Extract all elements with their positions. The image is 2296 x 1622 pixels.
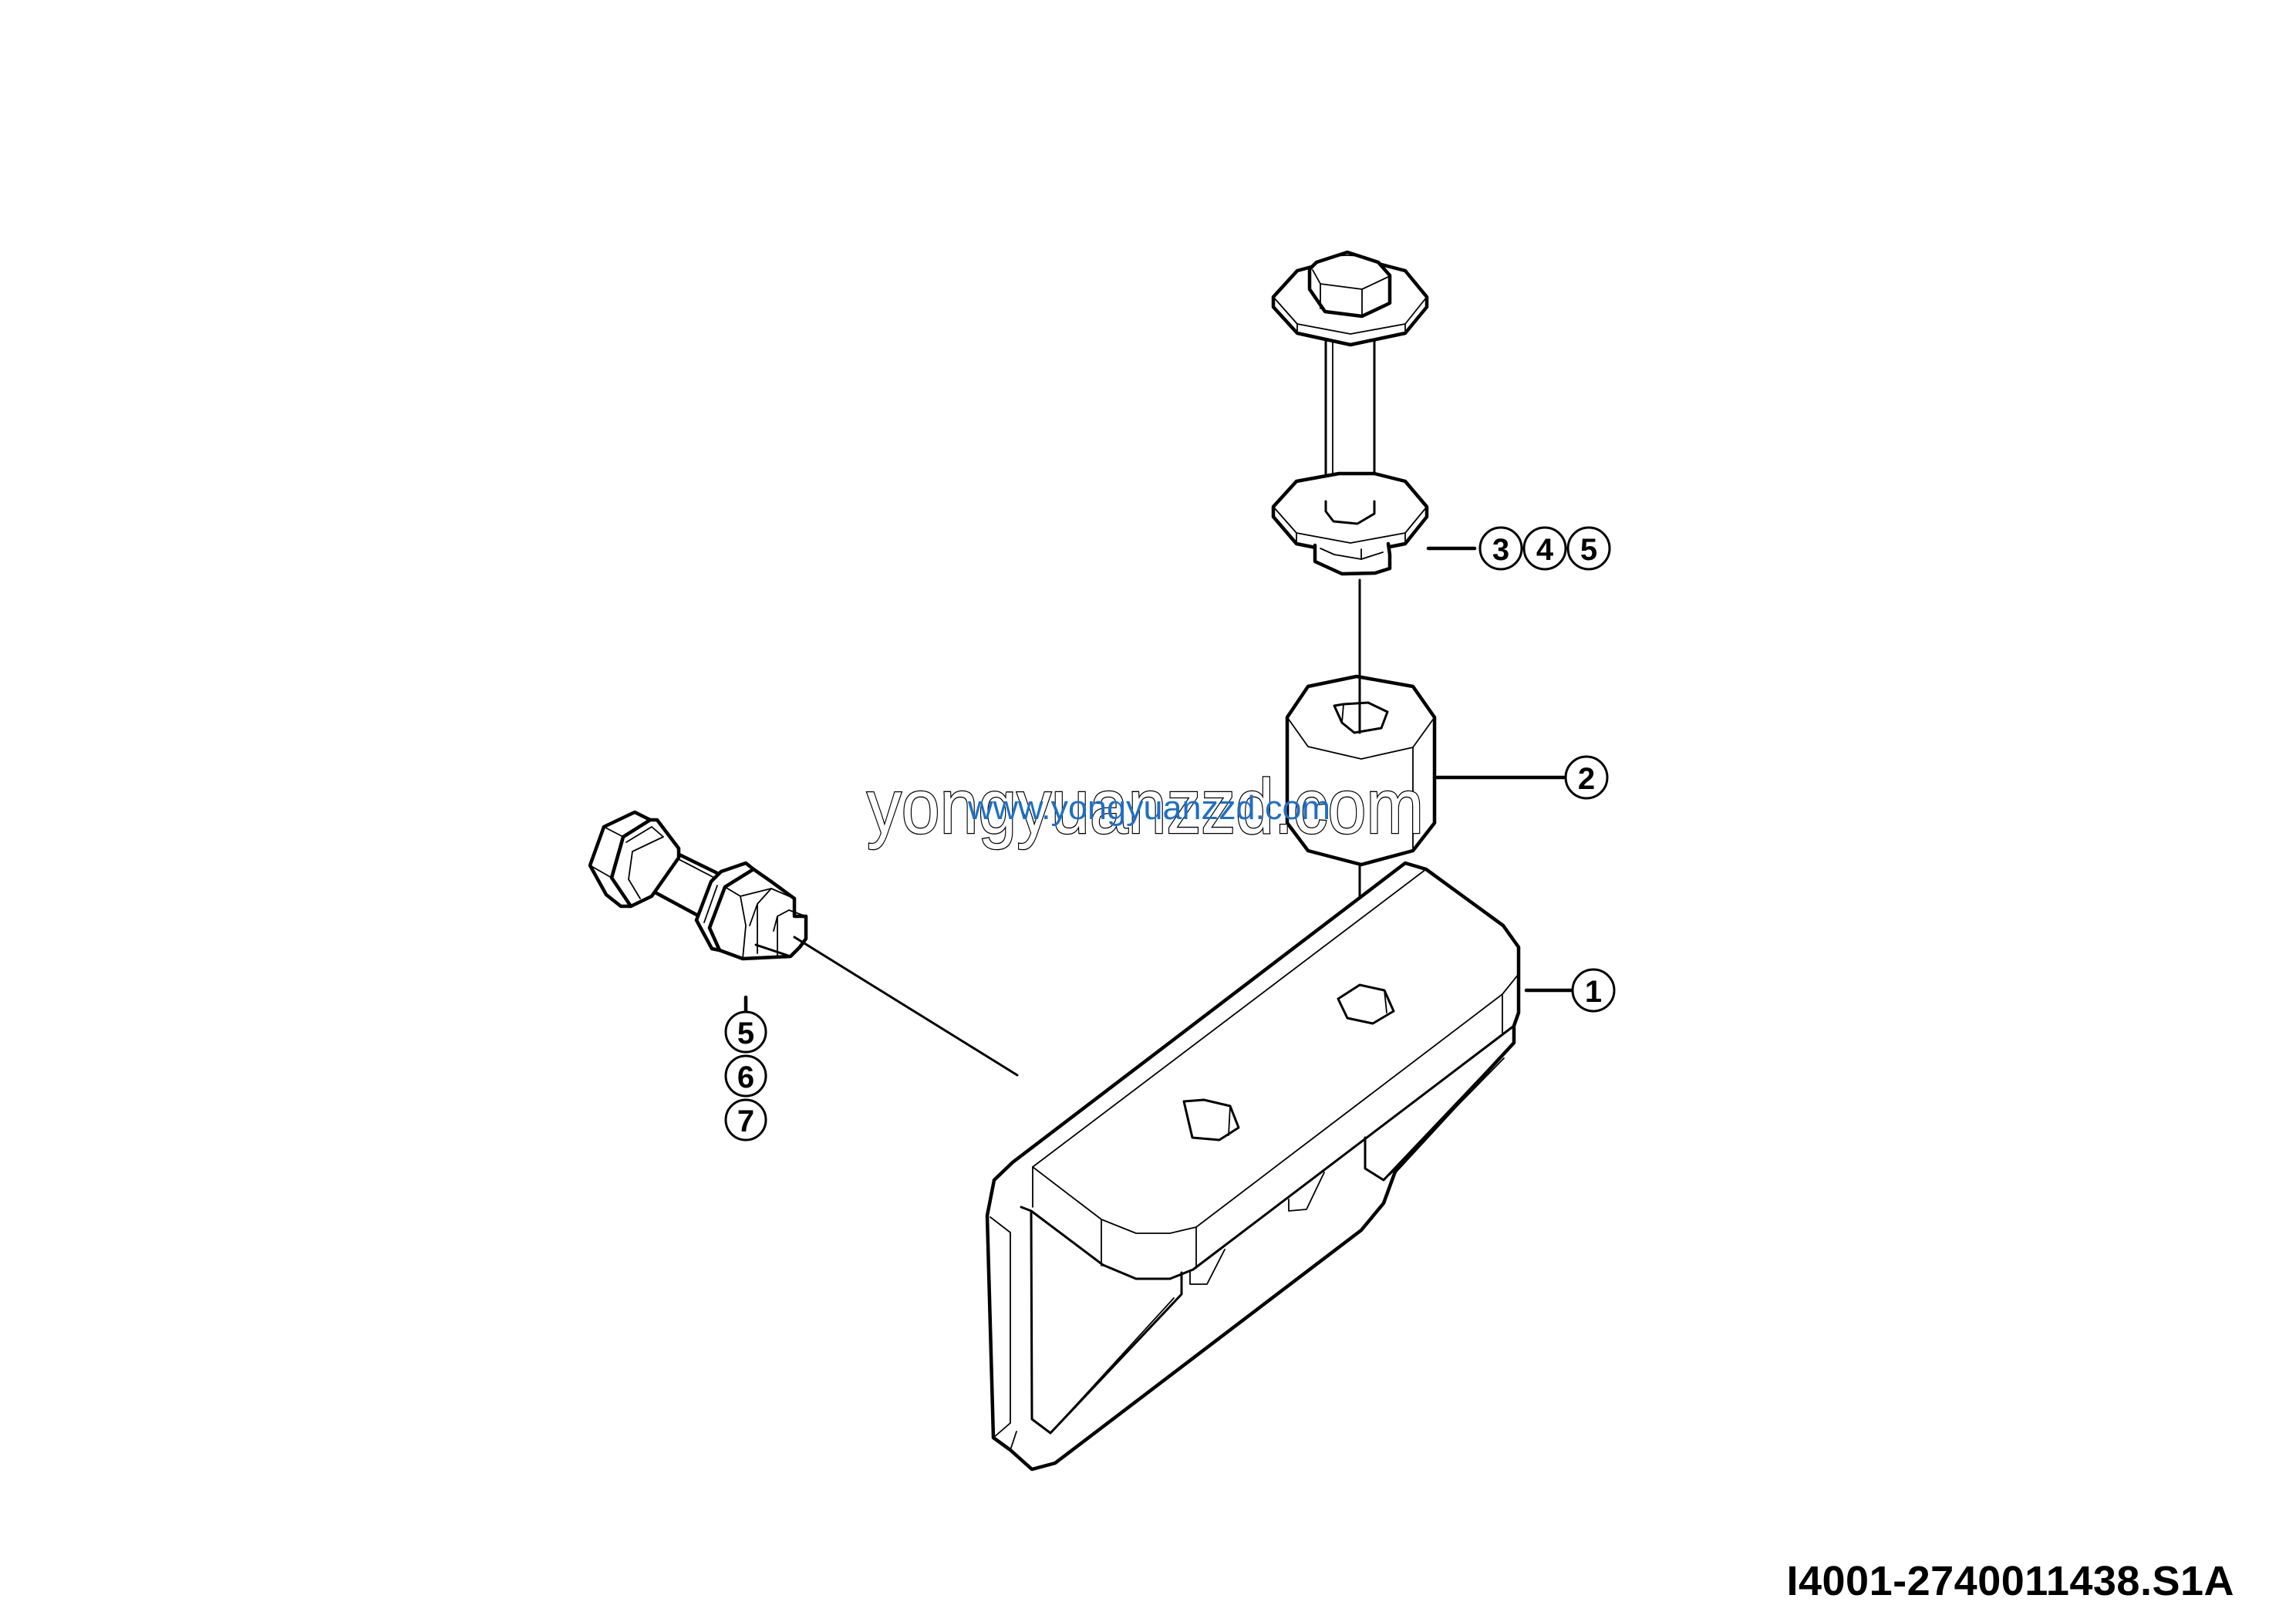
callout-number-5: 5 — [1580, 533, 1597, 567]
callout-1: 1 — [1524, 968, 1616, 1013]
callout-2: 2 — [1432, 755, 1609, 800]
lower-washer — [1271, 471, 1429, 557]
watermark-outline-text: yongyuanzzd.com — [867, 764, 1424, 850]
callout-number-2: 2 — [1578, 762, 1595, 796]
drawing-id-label: I4001-2740011438.S1A — [1786, 1558, 2234, 1604]
callout-number-1: 1 — [1585, 975, 1602, 1009]
bracket — [985, 861, 1521, 1472]
callout-567: 5 6 7 — [724, 995, 767, 1141]
watermark: yongyuanzzd.com www.yongyuanzzd.com — [866, 763, 1425, 851]
bolt-hex-head — [1307, 250, 1392, 319]
bolt-nut — [1313, 541, 1392, 576]
callout-number-5: 5 — [737, 1017, 754, 1050]
side-bolt-assembly — [588, 810, 808, 961]
callout-number-7: 7 — [737, 1104, 754, 1138]
upper-bolt-assembly — [1271, 250, 1429, 576]
callout-number-3: 3 — [1492, 533, 1509, 567]
watermark-blue-text: www.yongyuanzzd.com — [967, 789, 1330, 827]
callout-345: 3 4 5 — [1426, 526, 1611, 571]
callout-number-6: 6 — [737, 1061, 754, 1094]
spacer — [1285, 674, 1437, 867]
callout-number-4: 4 — [1536, 533, 1554, 567]
alignment-line-diagonal — [793, 936, 1019, 1077]
